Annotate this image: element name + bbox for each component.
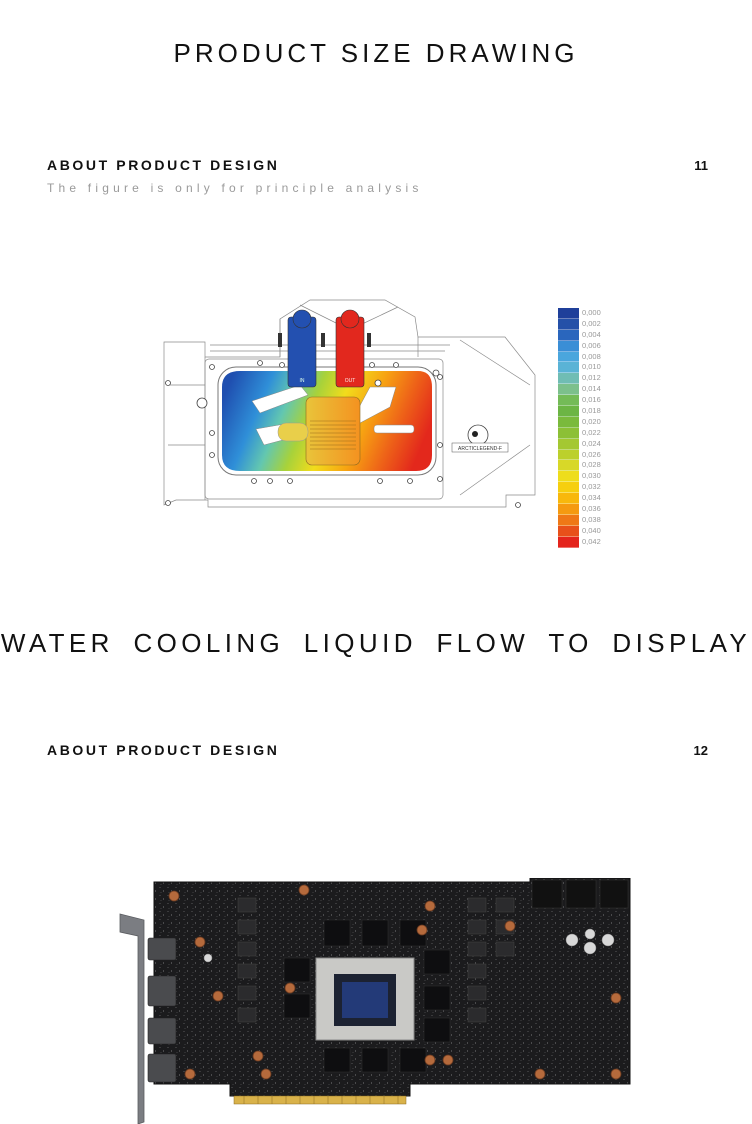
legend-entry: 0,004	[558, 329, 606, 341]
legend-swatch	[558, 449, 579, 461]
legend-value: 0,042	[582, 536, 601, 546]
legend-value: 0,040	[582, 525, 601, 535]
legend-value: 0,030	[582, 471, 601, 481]
legend-entry: 0,030	[558, 471, 606, 483]
brand-logo-icon	[467, 424, 489, 446]
legend-swatch	[558, 373, 579, 385]
page-title: PRODUCT SIZE DRAWING	[173, 38, 579, 68]
legend-value: 0,028	[582, 460, 601, 470]
legend-entry: 0,026	[558, 449, 606, 461]
legend-value: 0,018	[582, 406, 601, 416]
legend-value: 0,000	[582, 308, 601, 317]
graphics-card-pcb-image	[119, 878, 631, 1124]
flow-analysis-drawing: IN OUT ARCTICLEGEND-F	[163, 299, 536, 508]
legend-swatch	[558, 438, 579, 450]
legend-entry: 0,018	[558, 406, 606, 417]
legend-value: 0,016	[582, 395, 601, 405]
legend-value: 0,034	[582, 493, 601, 503]
legend-swatch	[558, 340, 579, 352]
legend-swatch	[558, 482, 579, 494]
legend-swatch	[558, 395, 579, 407]
legend-swatch	[558, 427, 579, 439]
legend-value: 0,036	[582, 504, 601, 514]
legend-value: 0,006	[582, 340, 601, 350]
legend-entry: 0,036	[558, 504, 606, 515]
legend-entry: 0,016	[558, 395, 606, 407]
inlet-mark: IN	[300, 378, 305, 384]
outlet-mark: OUT	[345, 378, 356, 384]
legend-entry: 0,006	[558, 340, 606, 352]
legend-entry: 0,022	[558, 427, 606, 439]
section-subtitle: The figure is only for principle analysi…	[47, 181, 423, 195]
legend-entry: 0,040	[558, 525, 606, 537]
legend-entry: 0,020	[558, 416, 606, 428]
legend-entry: 0,024	[558, 438, 606, 450]
legend-swatch	[558, 318, 579, 330]
legend-value: 0,022	[582, 427, 601, 437]
section-number-2: 12	[693, 743, 708, 758]
legend-entry: 0,002	[558, 318, 606, 330]
legend-swatch	[558, 384, 579, 396]
legend-swatch	[558, 536, 579, 548]
legend-swatch	[558, 406, 579, 417]
legend-value: 0,020	[582, 416, 601, 426]
legend-swatch	[558, 525, 579, 537]
legend-entry: 0,032	[558, 482, 606, 494]
legend-value: 0,026	[582, 449, 601, 459]
section-label-2: ABOUT PRODUCT DESIGN	[47, 742, 280, 758]
legend-swatch	[558, 471, 579, 483]
legend-value: 0,008	[582, 351, 601, 361]
legend-swatch	[558, 514, 579, 526]
legend-entry: 0,042	[558, 536, 606, 548]
flow-section-title: WATER COOLING LIQUID FLOW TO DISPLAY	[0, 628, 752, 658]
legend-swatch	[558, 329, 579, 341]
legend-entry: 0,012	[558, 373, 606, 385]
legend-entry: 0,028	[558, 460, 606, 472]
section-number-1: 11	[694, 158, 708, 173]
legend-entry: 0,010	[558, 362, 606, 374]
block-brand-text: ARCTICLEGEND-F	[458, 446, 502, 452]
legend-value: 0,014	[582, 384, 601, 394]
legend-swatch	[558, 308, 579, 319]
legend-swatch	[558, 493, 579, 505]
legend-entry: 0,014	[558, 384, 606, 396]
section-label-1: ABOUT PRODUCT DESIGN	[47, 157, 280, 173]
legend-value: 0,032	[582, 482, 601, 492]
legend-entry: 0,008	[558, 351, 606, 363]
legend-value: 0,002	[582, 318, 601, 328]
legend-value: 0,012	[582, 373, 601, 383]
legend-value: 0,024	[582, 438, 601, 448]
legend-entry: 0,034	[558, 493, 606, 505]
legend-swatch	[558, 351, 579, 363]
legend-value: 0,004	[582, 329, 601, 339]
legend-entry: 0,038	[558, 514, 606, 526]
legend-value: 0,010	[582, 362, 601, 372]
legend-entry: 0,000	[558, 308, 606, 319]
legend-swatch	[558, 416, 579, 428]
legend-swatch	[558, 460, 579, 472]
legend-value: 0,038	[582, 514, 601, 524]
legend-swatch	[558, 504, 579, 515]
legend-swatch	[558, 362, 579, 374]
